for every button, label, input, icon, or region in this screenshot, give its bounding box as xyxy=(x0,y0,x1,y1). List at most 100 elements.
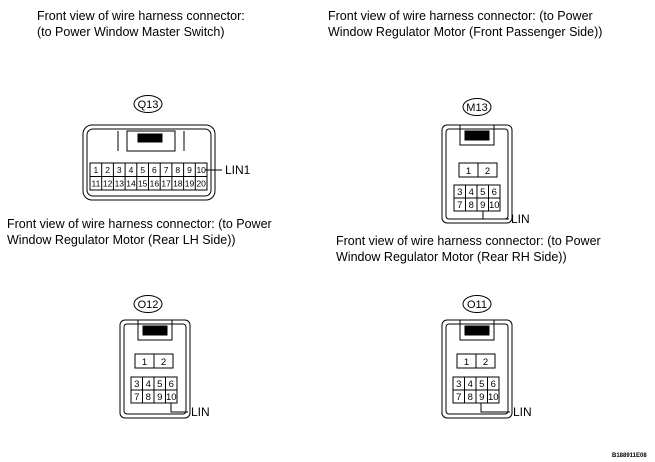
lin-leader-line xyxy=(170,403,188,413)
o11-pins: 1 2 3 4 5 6 7 8 9 10 xyxy=(456,357,498,403)
pin-label: 4 xyxy=(129,165,134,175)
pin-label: 17 xyxy=(161,179,171,189)
pin-label: 8 xyxy=(175,165,180,175)
caption-line: Front view of wire harness connector: (t… xyxy=(7,217,272,231)
connector-code-badge xyxy=(133,95,163,113)
pin-label: 4 xyxy=(468,379,473,390)
connector-housing-inner xyxy=(445,323,509,415)
pin-label: 7 xyxy=(456,392,461,403)
pin-label: 11 xyxy=(91,179,100,189)
caption-q13: Front view of wire harness connector: (t… xyxy=(37,8,245,40)
pin-label: 1 xyxy=(142,357,147,368)
lock-tab xyxy=(459,125,495,146)
connector-housing xyxy=(441,124,513,224)
caption-o12: Front view of wire harness connector: (t… xyxy=(7,216,272,248)
caption-line: Window Regulator Motor (Front Passenger … xyxy=(328,25,603,39)
pin-label: 19 xyxy=(185,179,195,189)
pin-label: 18 xyxy=(173,179,183,189)
caption-line: Front view of wire harness connector: (t… xyxy=(328,9,593,23)
pin-label: 9 xyxy=(479,392,484,403)
pin-label: 3 xyxy=(117,165,122,175)
pin-label: 4 xyxy=(146,379,151,390)
pin-label: 6 xyxy=(152,165,157,175)
pin-label: 4 xyxy=(469,187,474,198)
signal-label-lin1: LIN1 xyxy=(225,163,251,177)
lock-tab xyxy=(137,320,173,341)
pin-label: 8 xyxy=(469,200,474,211)
pin-label: 9 xyxy=(157,392,162,403)
pin-label: 1 xyxy=(94,165,99,175)
pin-label: 5 xyxy=(480,187,485,198)
connector-q13 xyxy=(82,95,222,201)
pin-label: 10 xyxy=(489,200,500,211)
connector-code-m13: M13 xyxy=(466,102,487,114)
connector-m13 xyxy=(441,98,513,224)
pin-label: 2 xyxy=(105,165,110,175)
caption-line: (to Power Window Master Switch) xyxy=(37,25,225,39)
pin-label: 3 xyxy=(456,379,461,390)
pin-label: 15 xyxy=(138,179,148,189)
pin-label: 5 xyxy=(157,379,162,390)
pin-label: 10 xyxy=(196,165,206,175)
connector-housing-inner xyxy=(445,128,509,220)
connector-code-q13: Q13 xyxy=(138,99,159,111)
connector-code-o12: O12 xyxy=(138,299,159,311)
pin-label: 12 xyxy=(103,179,113,189)
lin-leader-line xyxy=(480,403,510,413)
pin-label: 14 xyxy=(126,179,136,189)
pin-label: 6 xyxy=(491,379,496,390)
lock-tab-slot xyxy=(142,325,168,336)
pin-label: 7 xyxy=(164,165,169,175)
pin-label: 5 xyxy=(479,379,484,390)
pin-label: 1 xyxy=(464,357,469,368)
pin-label: 10 xyxy=(166,392,177,403)
caption-line: Window Regulator Motor (Rear RH Side)) xyxy=(336,250,567,264)
lock-tab-slot xyxy=(464,130,490,141)
signal-label-lin: LIN xyxy=(191,405,210,419)
pin-label: 20 xyxy=(196,179,206,189)
caption-line: Front view of wire harness connector: xyxy=(37,9,245,23)
connector-code-badge xyxy=(462,295,492,313)
signal-label-lin: LIN xyxy=(513,405,532,419)
lin-leader-line xyxy=(482,211,509,220)
pin-label: 9 xyxy=(187,165,192,175)
pin-label: 2 xyxy=(483,357,488,368)
pin-label: 2 xyxy=(161,357,166,368)
signal-label-lin: LIN xyxy=(511,212,530,226)
pin-label: 9 xyxy=(480,200,485,211)
pin-label: 1 xyxy=(466,166,471,177)
pin-label: 8 xyxy=(146,392,151,403)
q13-pins-bottom: 11 12 13 14 15 16 17 18 19 20 xyxy=(91,179,206,189)
o12-pins: 1 2 3 4 5 6 7 8 9 10 xyxy=(134,357,176,403)
connector-housing xyxy=(119,319,191,419)
pin-label: 13 xyxy=(115,179,125,189)
connector-code-o11: O11 xyxy=(467,299,487,311)
caption-m13: Front view of wire harness connector: (t… xyxy=(328,8,602,40)
pin-label: 6 xyxy=(169,379,174,390)
pin-label: 5 xyxy=(140,165,145,175)
connector-housing xyxy=(82,124,216,201)
caption-o11: Front view of wire harness connector: (t… xyxy=(336,233,601,265)
reference-code: B188911E08 xyxy=(612,453,647,459)
pin-label: 2 xyxy=(485,166,490,177)
connector-housing-inner xyxy=(123,323,187,415)
caption-line: Front view of wire harness connector: (t… xyxy=(336,234,601,248)
pin-label: 7 xyxy=(134,392,139,403)
q13-pins-top: 1 2 3 4 5 6 7 8 9 10 xyxy=(94,165,207,175)
lock-tab-slot xyxy=(137,133,163,143)
pin-label: 10 xyxy=(488,392,499,403)
pin-label: 3 xyxy=(457,187,462,198)
lock-tab xyxy=(126,130,176,152)
pin-label: 6 xyxy=(492,187,497,198)
pin-grid-columns xyxy=(101,163,196,190)
pin-label: 16 xyxy=(150,179,160,189)
connector-o12 xyxy=(119,295,191,419)
connector-code-badge xyxy=(462,98,492,116)
pin-label: 8 xyxy=(468,392,473,403)
connector-housing xyxy=(441,319,513,419)
caption-line: Window Regulator Motor (Rear LH Side)) xyxy=(7,233,236,247)
connector-housing-inner xyxy=(86,128,212,197)
pin-label: 7 xyxy=(457,200,462,211)
lock-tab xyxy=(459,320,495,341)
